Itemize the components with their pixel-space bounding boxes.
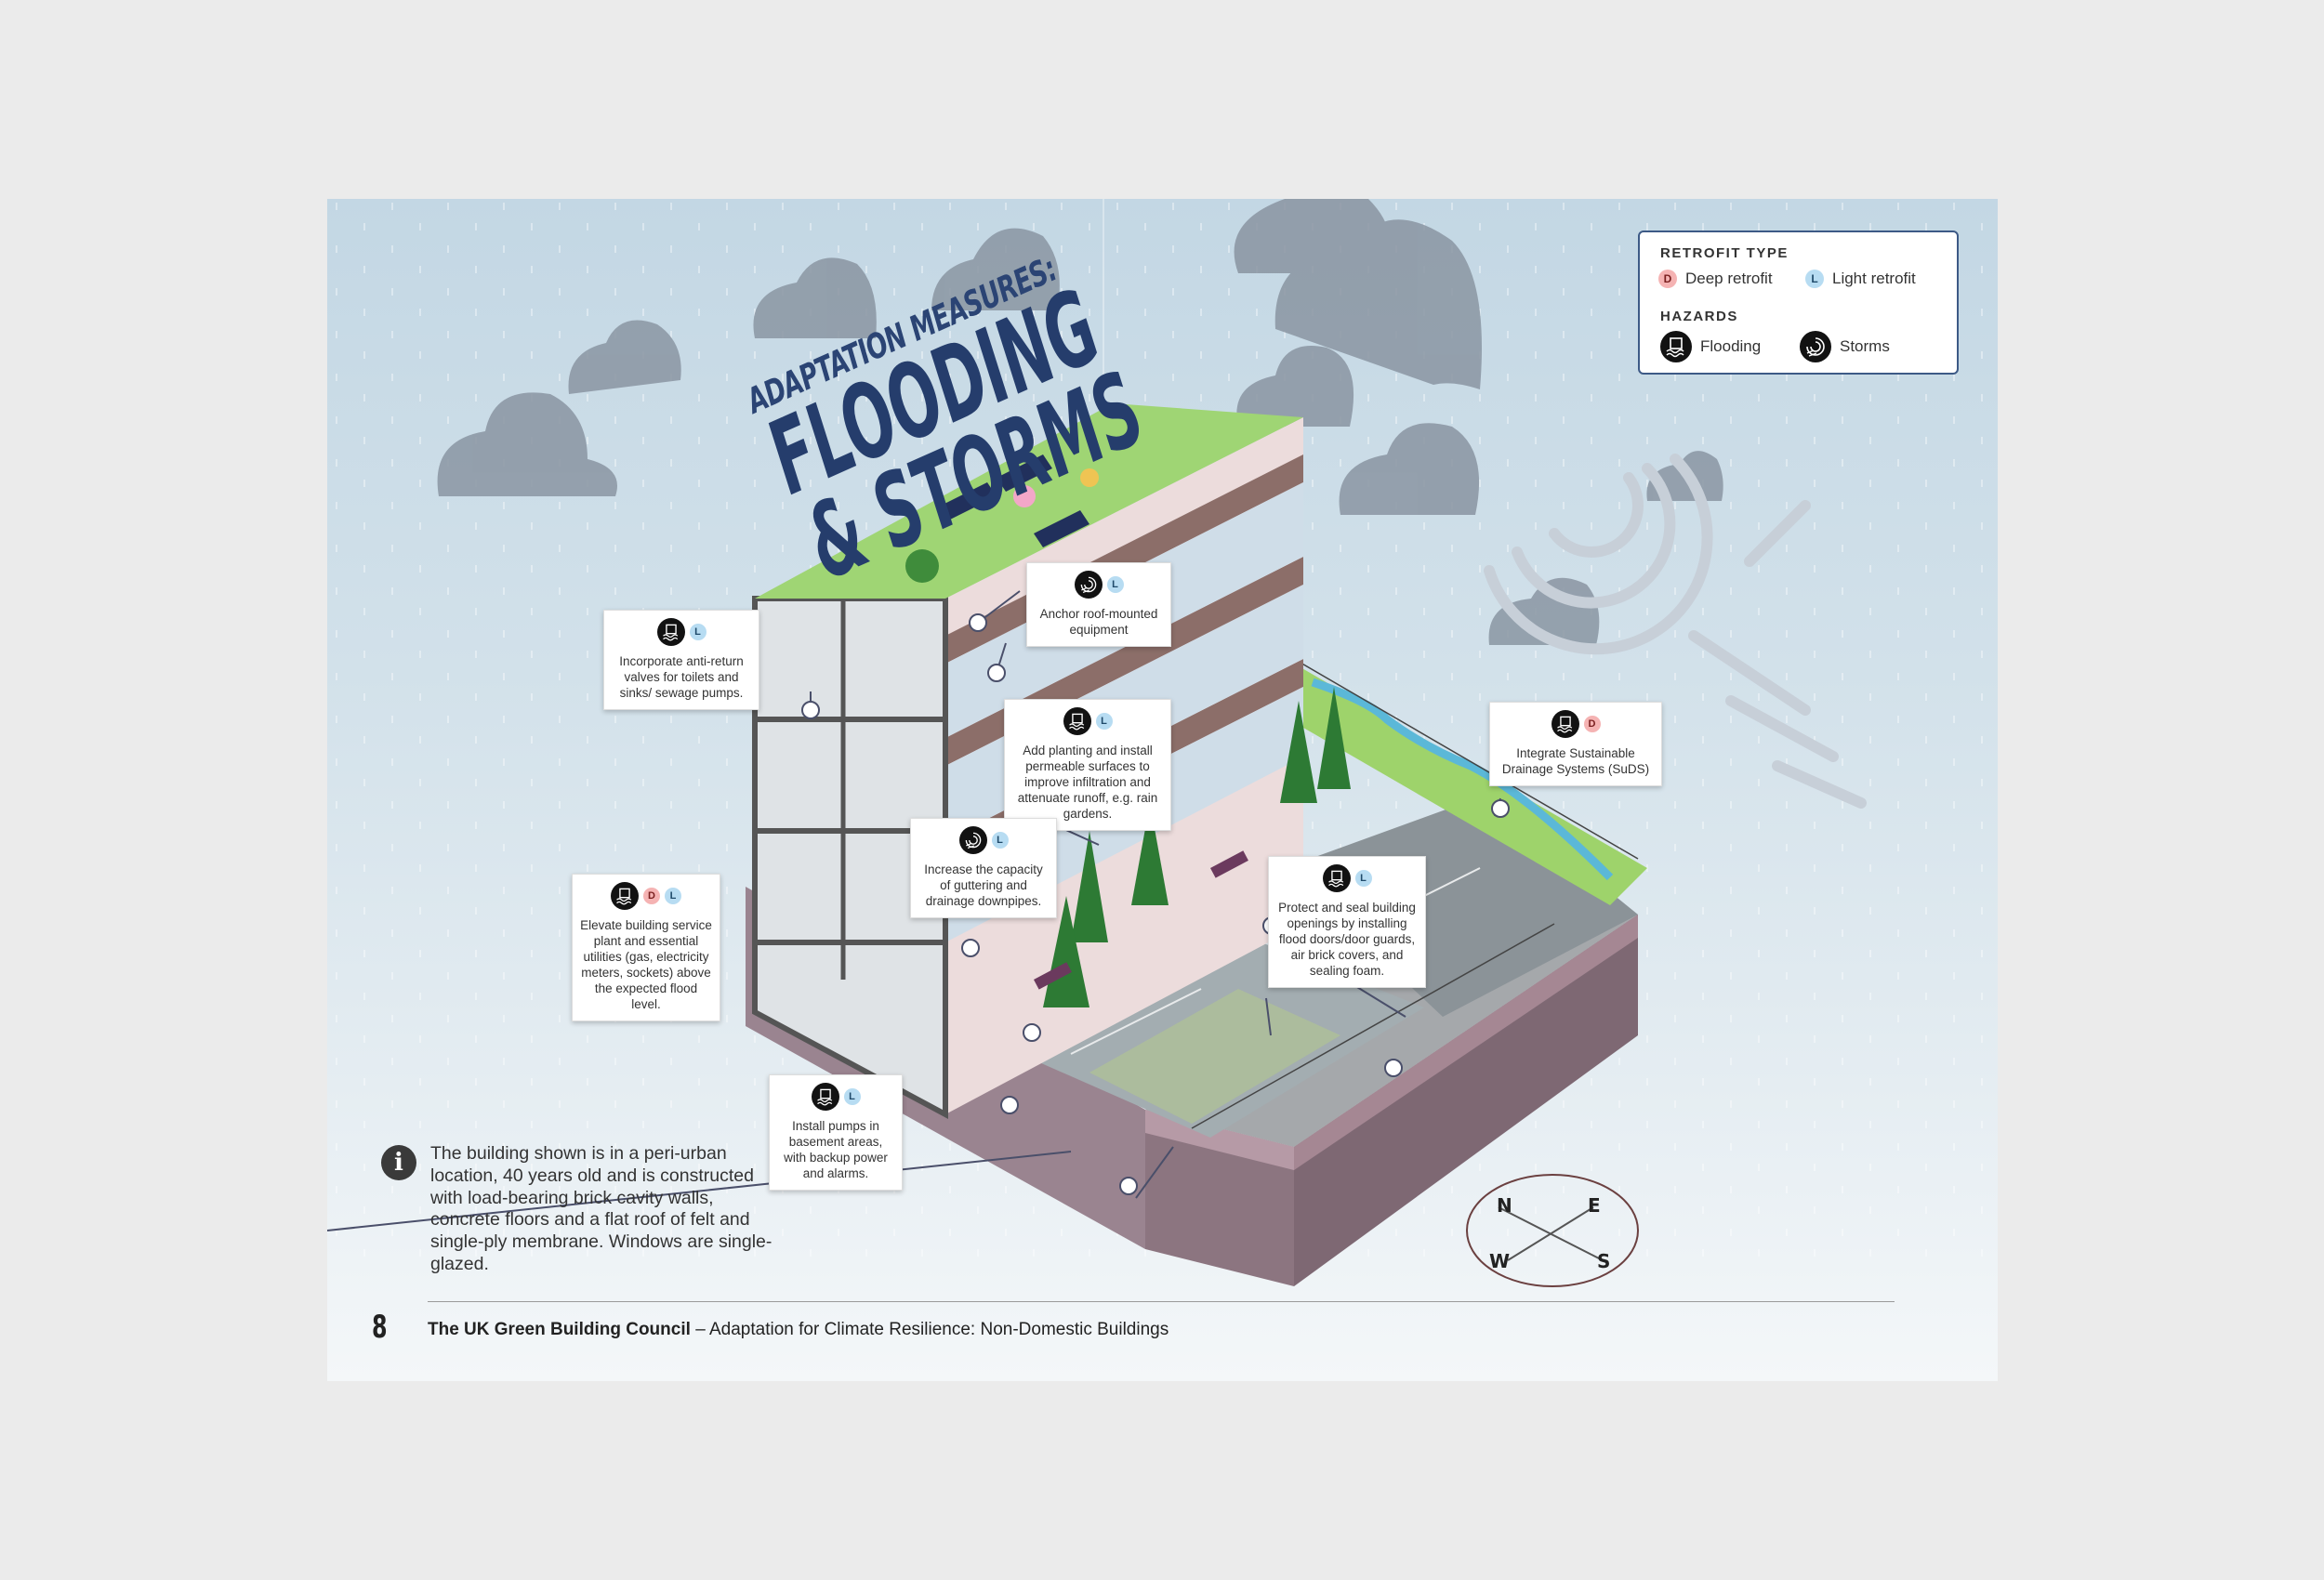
storms-icon <box>958 826 987 854</box>
flooding-icon <box>1063 707 1091 735</box>
storms-label: Storms <box>1840 337 1890 355</box>
callout-anchor-roof-equipment: L Anchor roof-mounted equipment <box>1026 562 1171 647</box>
wind-swirl <box>1484 454 1867 809</box>
tree <box>1131 803 1169 905</box>
marker <box>987 664 1006 682</box>
cloud <box>753 257 877 338</box>
marker <box>1023 1023 1041 1042</box>
footer-doc-title: Adaptation for Climate Resilience: Non-D… <box>709 1320 1169 1339</box>
info-icon: i <box>381 1145 416 1180</box>
solar-panel <box>941 482 997 520</box>
marker <box>1119 1177 1138 1195</box>
callout-text: Anchor roof-mounted equipment <box>1039 607 1158 637</box>
light-retrofit-label: Light retrofit <box>1832 270 1916 287</box>
deep-retrofit-badge: D <box>1658 270 1677 288</box>
info-note: The building shown is in a peri-urban lo… <box>430 1143 772 1274</box>
tree <box>1317 687 1351 789</box>
compass-n: N <box>1497 1194 1512 1217</box>
callout-install-pumps: L Install pumps in basement areas, with … <box>769 1074 903 1191</box>
deep-retrofit-badge: D <box>1583 716 1601 732</box>
legend-light-retrofit: L Light retrofit <box>1805 270 1916 288</box>
flooding-icon <box>1551 710 1579 738</box>
light-retrofit-badge: L <box>689 624 706 640</box>
callout-text: Increase the capacity of guttering and d… <box>924 862 1043 908</box>
cloud <box>568 320 681 394</box>
cloud <box>437 392 617 496</box>
footer-separator: – <box>695 1320 706 1339</box>
callout-guttering-downpipes: L Increase the capacity of guttering and… <box>910 818 1057 918</box>
flooding-icon <box>811 1083 839 1111</box>
footer-rule <box>428 1301 1895 1302</box>
flooding-icon <box>656 618 685 646</box>
storms-icon <box>1074 571 1103 599</box>
document-page: N E S W ADAPTATION MEASURES: FLOODING & … <box>327 199 1998 1381</box>
light-retrofit-badge: L <box>1106 576 1124 593</box>
tree <box>1280 701 1317 803</box>
light-retrofit-badge: L <box>1095 713 1113 730</box>
callout-anti-return-valves: L Incorporate anti-return valves for toi… <box>603 610 759 710</box>
cloud <box>1488 577 1600 645</box>
footer: The UK Green Building Council – Adaptati… <box>428 1320 1169 1340</box>
suds-swale <box>1257 664 1647 905</box>
compass: N E S W <box>1466 1174 1639 1287</box>
legend-retrofit-heading: RETROFIT TYPE <box>1660 245 1789 261</box>
page-number: 8 <box>372 1309 388 1346</box>
footer-org: The UK Green Building Council <box>428 1320 691 1339</box>
marker <box>801 701 820 719</box>
compass-s: S <box>1597 1250 1610 1272</box>
callout-text: Incorporate anti-return valves for toile… <box>619 654 744 700</box>
green-roof <box>755 403 1303 599</box>
legend-hazards-heading: HAZARDS <box>1660 309 1738 324</box>
flooding-label: Flooding <box>1700 337 1762 355</box>
fence <box>1191 658 1639 1129</box>
marker <box>1000 1096 1019 1114</box>
legend-storms: Storms <box>1800 331 1890 362</box>
marker <box>1491 799 1510 818</box>
tree <box>1071 831 1108 942</box>
solar-panel <box>1034 510 1089 547</box>
cloud <box>1236 346 1354 427</box>
light-retrofit-badge: L <box>1354 870 1372 887</box>
legend-flooding: Flooding <box>1660 331 1761 362</box>
callout-integrate-suds: D Integrate Sustainable Drainage Systems… <box>1489 702 1662 786</box>
marker <box>969 613 987 632</box>
deep-retrofit-label: Deep retrofit <box>1685 270 1773 287</box>
solar-panel <box>997 454 1052 492</box>
callout-text: Protect and seal building openings by in… <box>1278 901 1416 978</box>
deep-retrofit-badge: D <box>643 888 660 904</box>
light-retrofit-badge: L <box>991 832 1009 849</box>
legend-deep-retrofit: D Deep retrofit <box>1658 270 1773 288</box>
callout-text: Add planting and install permeable surfa… <box>1017 744 1158 821</box>
compass-e: E <box>1588 1194 1601 1217</box>
flooding-icon <box>1322 864 1351 892</box>
cloud <box>1274 219 1482 389</box>
flooding-icon <box>1660 331 1692 362</box>
marker <box>1384 1059 1403 1077</box>
cloud <box>931 228 1060 310</box>
light-retrofit-badge: L <box>665 888 681 904</box>
flooding-icon <box>611 882 639 910</box>
callout-planting-permeable-surfaces: L Add planting and install permeable sur… <box>1004 699 1171 831</box>
callout-text: Elevate building service plant and essen… <box>580 918 712 1011</box>
legend: RETROFIT TYPE D Deep retrofit L Light re… <box>1638 230 1959 375</box>
storm-clouds <box>437 199 1723 645</box>
marker <box>961 939 980 957</box>
storms-icon <box>1800 331 1831 362</box>
callout-protect-seal-openings: L Protect and seal building openings by … <box>1268 856 1426 988</box>
light-retrofit-badge: L <box>843 1088 861 1105</box>
callout-text: Integrate Sustainable Drainage Systems (… <box>1501 746 1650 776</box>
light-retrofit-badge: L <box>1805 270 1824 288</box>
cloud <box>1339 423 1480 515</box>
planters <box>1033 850 1248 990</box>
compass-w: W <box>1489 1250 1510 1272</box>
callout-text: Install pumps in basement areas, with ba… <box>784 1119 888 1180</box>
